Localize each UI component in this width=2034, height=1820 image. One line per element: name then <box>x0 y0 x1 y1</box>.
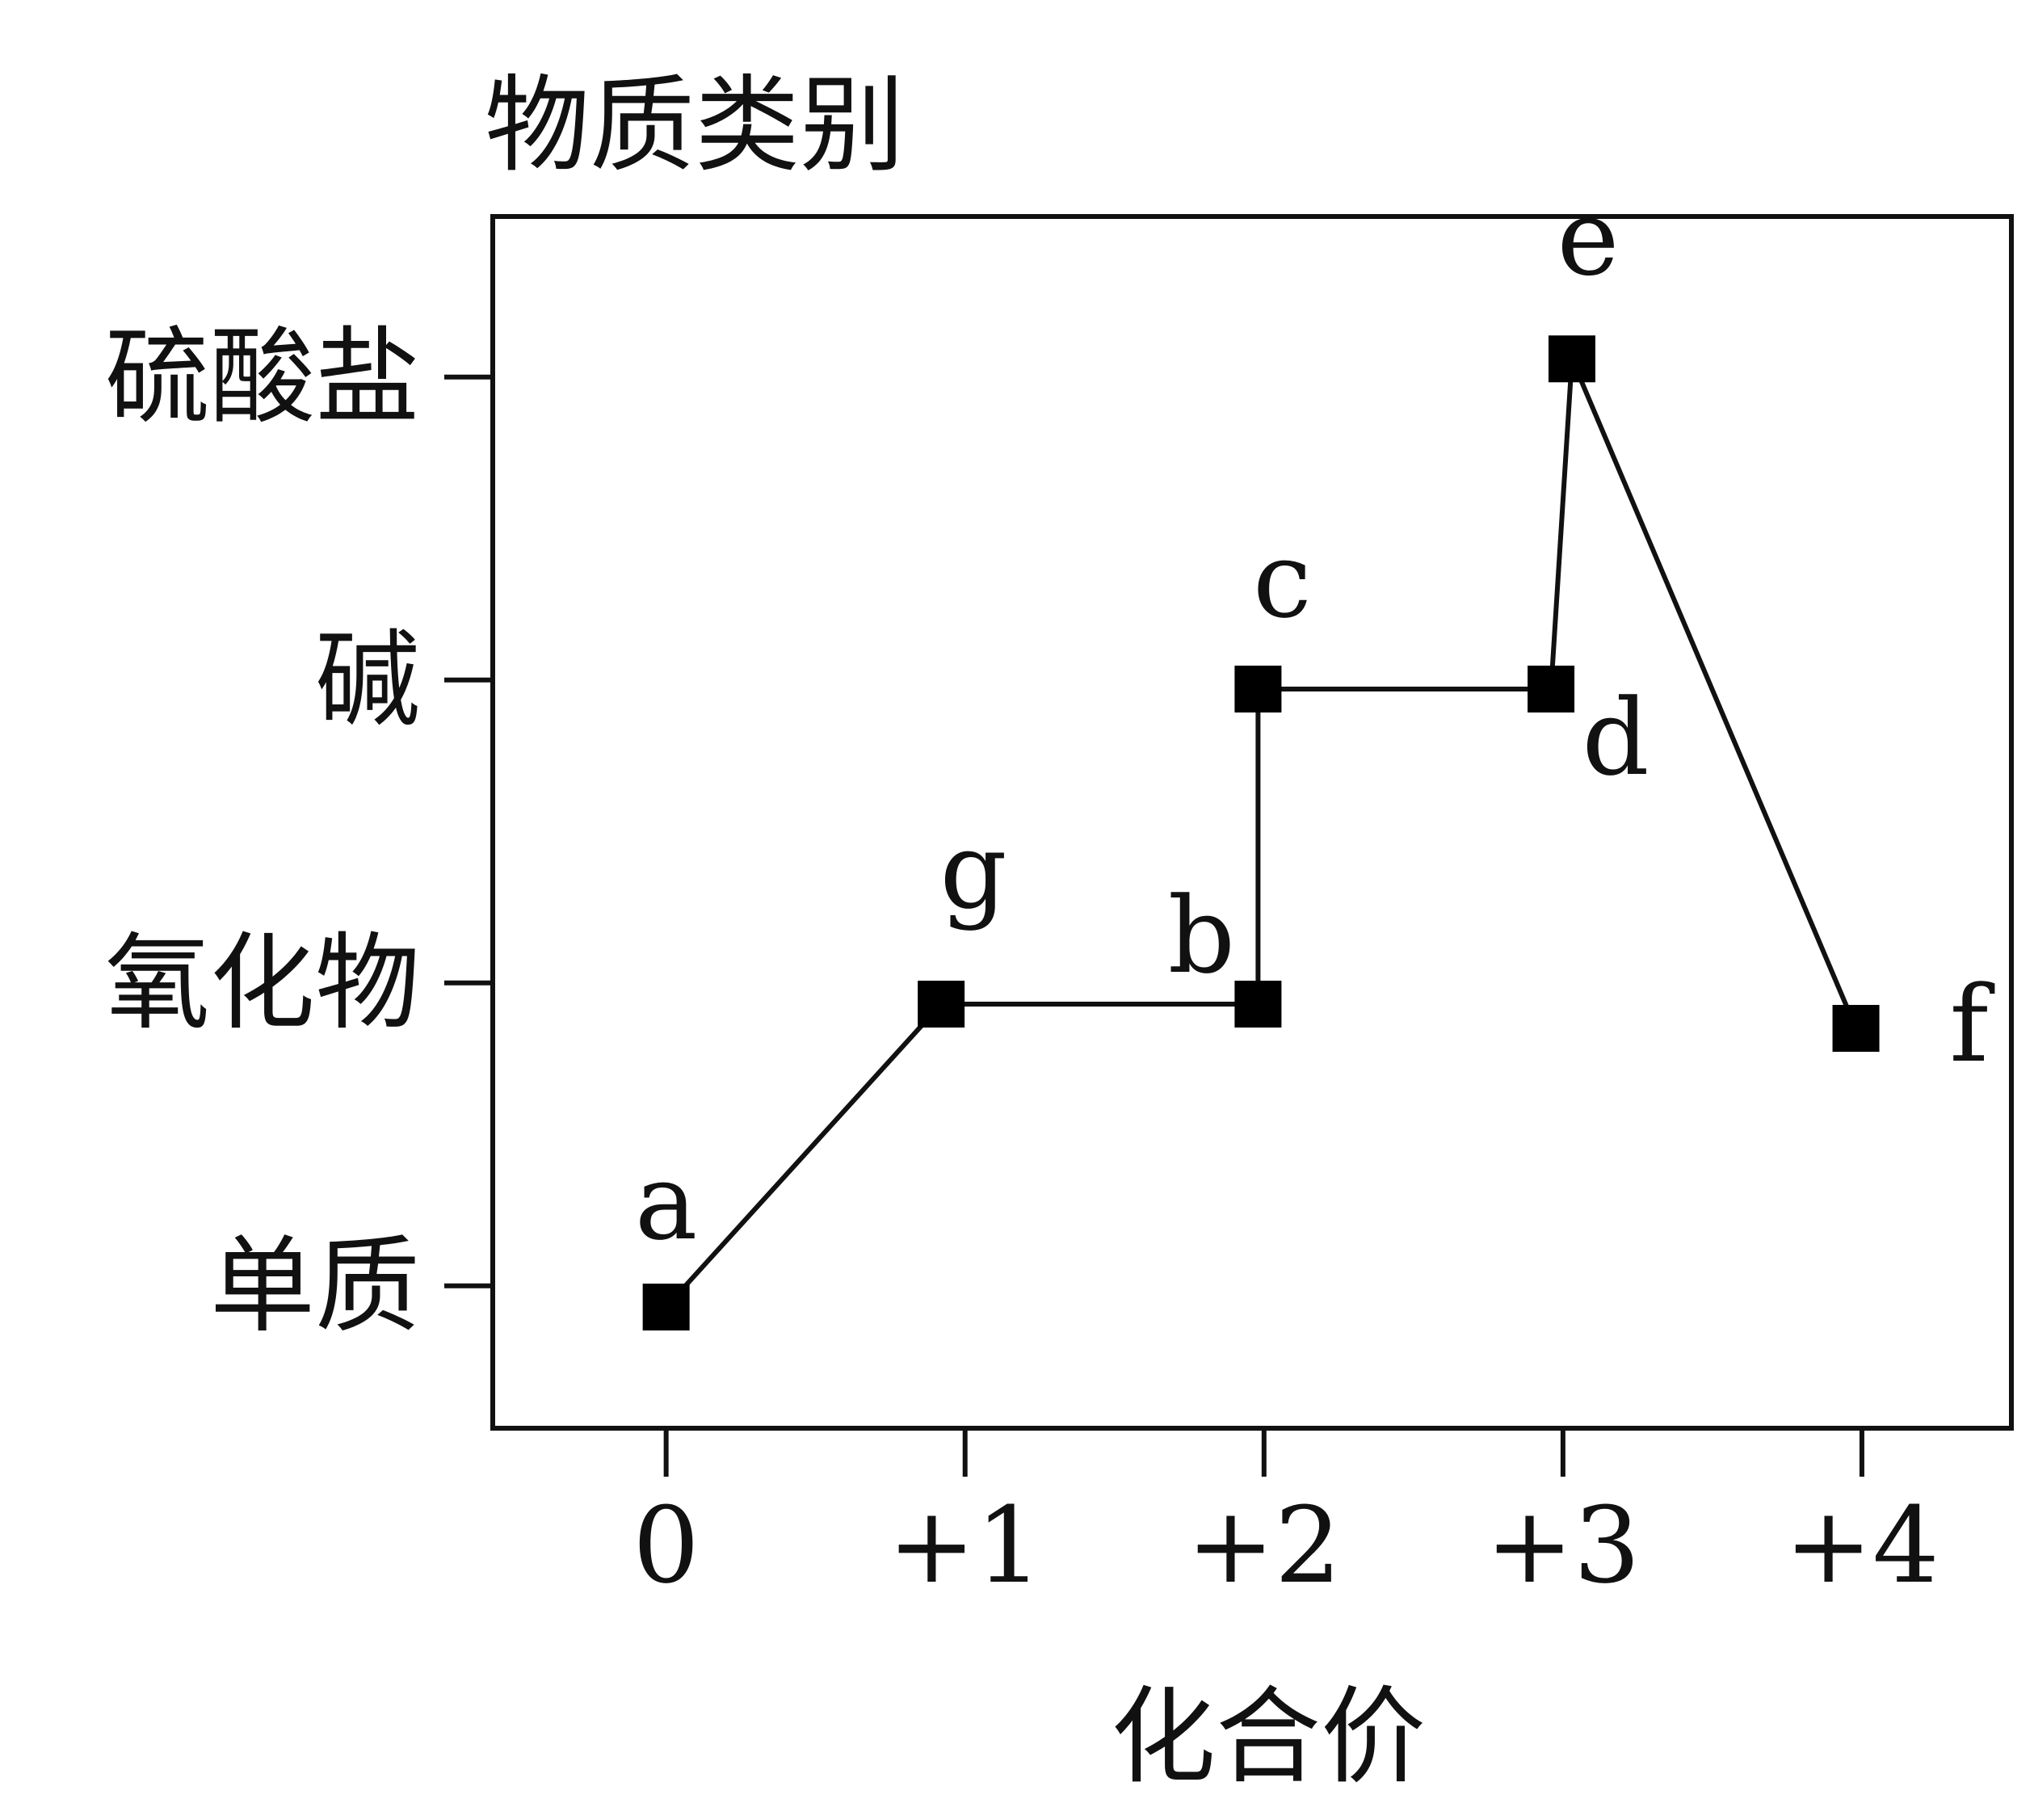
data-point-c <box>1234 666 1282 712</box>
data-point-e <box>1548 335 1595 383</box>
chart-title: 物质类别 <box>485 64 905 187</box>
point-label-b: b <box>1168 874 1235 997</box>
x-tick-label: +3 <box>1486 1484 1641 1607</box>
point-label-g: g <box>940 809 1007 932</box>
plot-frame <box>490 214 2014 1431</box>
y-tick-label: 硫酸盐 <box>105 316 420 439</box>
data-point-d <box>1528 666 1575 712</box>
data-point-g <box>918 981 965 1028</box>
x-tick-label: +4 <box>1784 1484 1939 1607</box>
data-point-b <box>1234 981 1282 1028</box>
y-tick-label: 碱 <box>315 619 420 742</box>
x-tick-label: 0 <box>632 1484 700 1607</box>
y-tick-label: 氧化物 <box>105 922 420 1045</box>
point-label-f: f <box>1949 963 1994 1086</box>
point-label-d: d <box>1582 676 1649 799</box>
point-label-a: a <box>635 1141 698 1263</box>
data-series: a g b c d e f <box>635 176 1994 1330</box>
series-line <box>664 358 1859 1309</box>
point-label-e: e <box>1557 176 1620 299</box>
x-axis-label: 化合价 <box>1111 1675 1426 1798</box>
y-tick-label: 单质 <box>210 1225 420 1347</box>
axes: 0 +1 +2 +3 +4 单质 氧化物 碱 硫酸盐 <box>105 316 1939 1607</box>
point-label-c: c <box>1253 519 1312 641</box>
data-point-a <box>642 1284 690 1330</box>
x-tick-label: +1 <box>888 1484 1043 1607</box>
data-point-f <box>1832 1005 1880 1052</box>
x-tick-label: +2 <box>1187 1484 1342 1607</box>
